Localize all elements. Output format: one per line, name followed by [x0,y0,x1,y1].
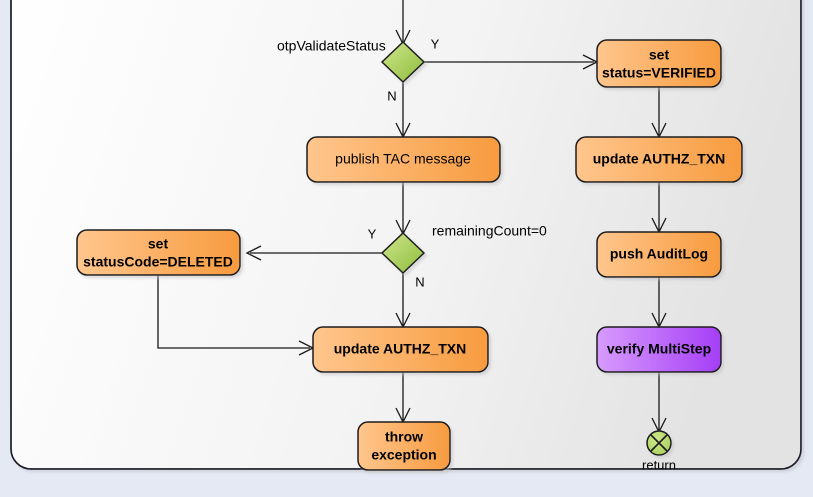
decision1-condition-label: otpValidateStatus [277,38,386,54]
action-label: publish TAC message [335,151,471,167]
action-label: update AUTHZ_TXN [334,341,466,357]
decision2-condition-label: remainingCount=0 [432,223,547,239]
action-label-line2: status=VERIFIED [602,65,716,81]
action-throw-exception[interactable]: throw exception [357,421,451,471]
action-box[interactable] [596,39,722,88]
action-label-line1: throw [385,429,423,445]
action-set-status-code-deleted[interactable]: set statusCode=DELETED [76,229,241,276]
action-box[interactable] [575,136,743,183]
action-box[interactable] [76,229,241,276]
decision-otp-validate-status[interactable] [380,40,426,84]
action-box[interactable] [596,326,722,373]
action-label-line1: set [649,47,670,63]
guard-label-yes-2: Y [368,226,377,241]
decision-remaining-count[interactable] [380,231,426,275]
action-set-status-verified[interactable]: set status=VERIFIED [596,39,722,88]
action-push-auditlog[interactable]: push AuditLog [596,231,722,278]
end-node-label: return [642,457,676,472]
action-box[interactable] [312,326,489,373]
action-label-line2: exception [371,447,436,463]
decision-diamond[interactable] [380,40,426,84]
action-update-authz-txn-left[interactable]: update AUTHZ_TXN [312,326,489,373]
action-verify-multistep[interactable]: verify MultiStep [596,326,722,373]
guard-label-no-2: N [415,274,424,289]
end-node-return[interactable]: return [642,430,676,472]
guard-label-no-1: N [387,88,396,103]
action-update-authz-txn-right[interactable]: update AUTHZ_TXN [575,136,743,183]
action-label: update AUTHZ_TXN [593,151,725,167]
action-label-line1: set [148,236,169,252]
action-label: push AuditLog [610,246,708,262]
end-cross-icon [650,434,668,452]
decision-diamond[interactable] [380,231,426,275]
action-label: verify MultiStep [607,341,711,357]
action-box[interactable] [357,421,451,471]
action-box[interactable] [306,136,501,183]
guard-label-yes-1: Y [431,36,440,51]
edge-decision2-yes [245,245,383,261]
action-label-line2: statusCode=DELETED [83,254,233,270]
action-box[interactable] [596,231,722,278]
action-publish-tac-message[interactable]: publish TAC message [306,136,501,183]
